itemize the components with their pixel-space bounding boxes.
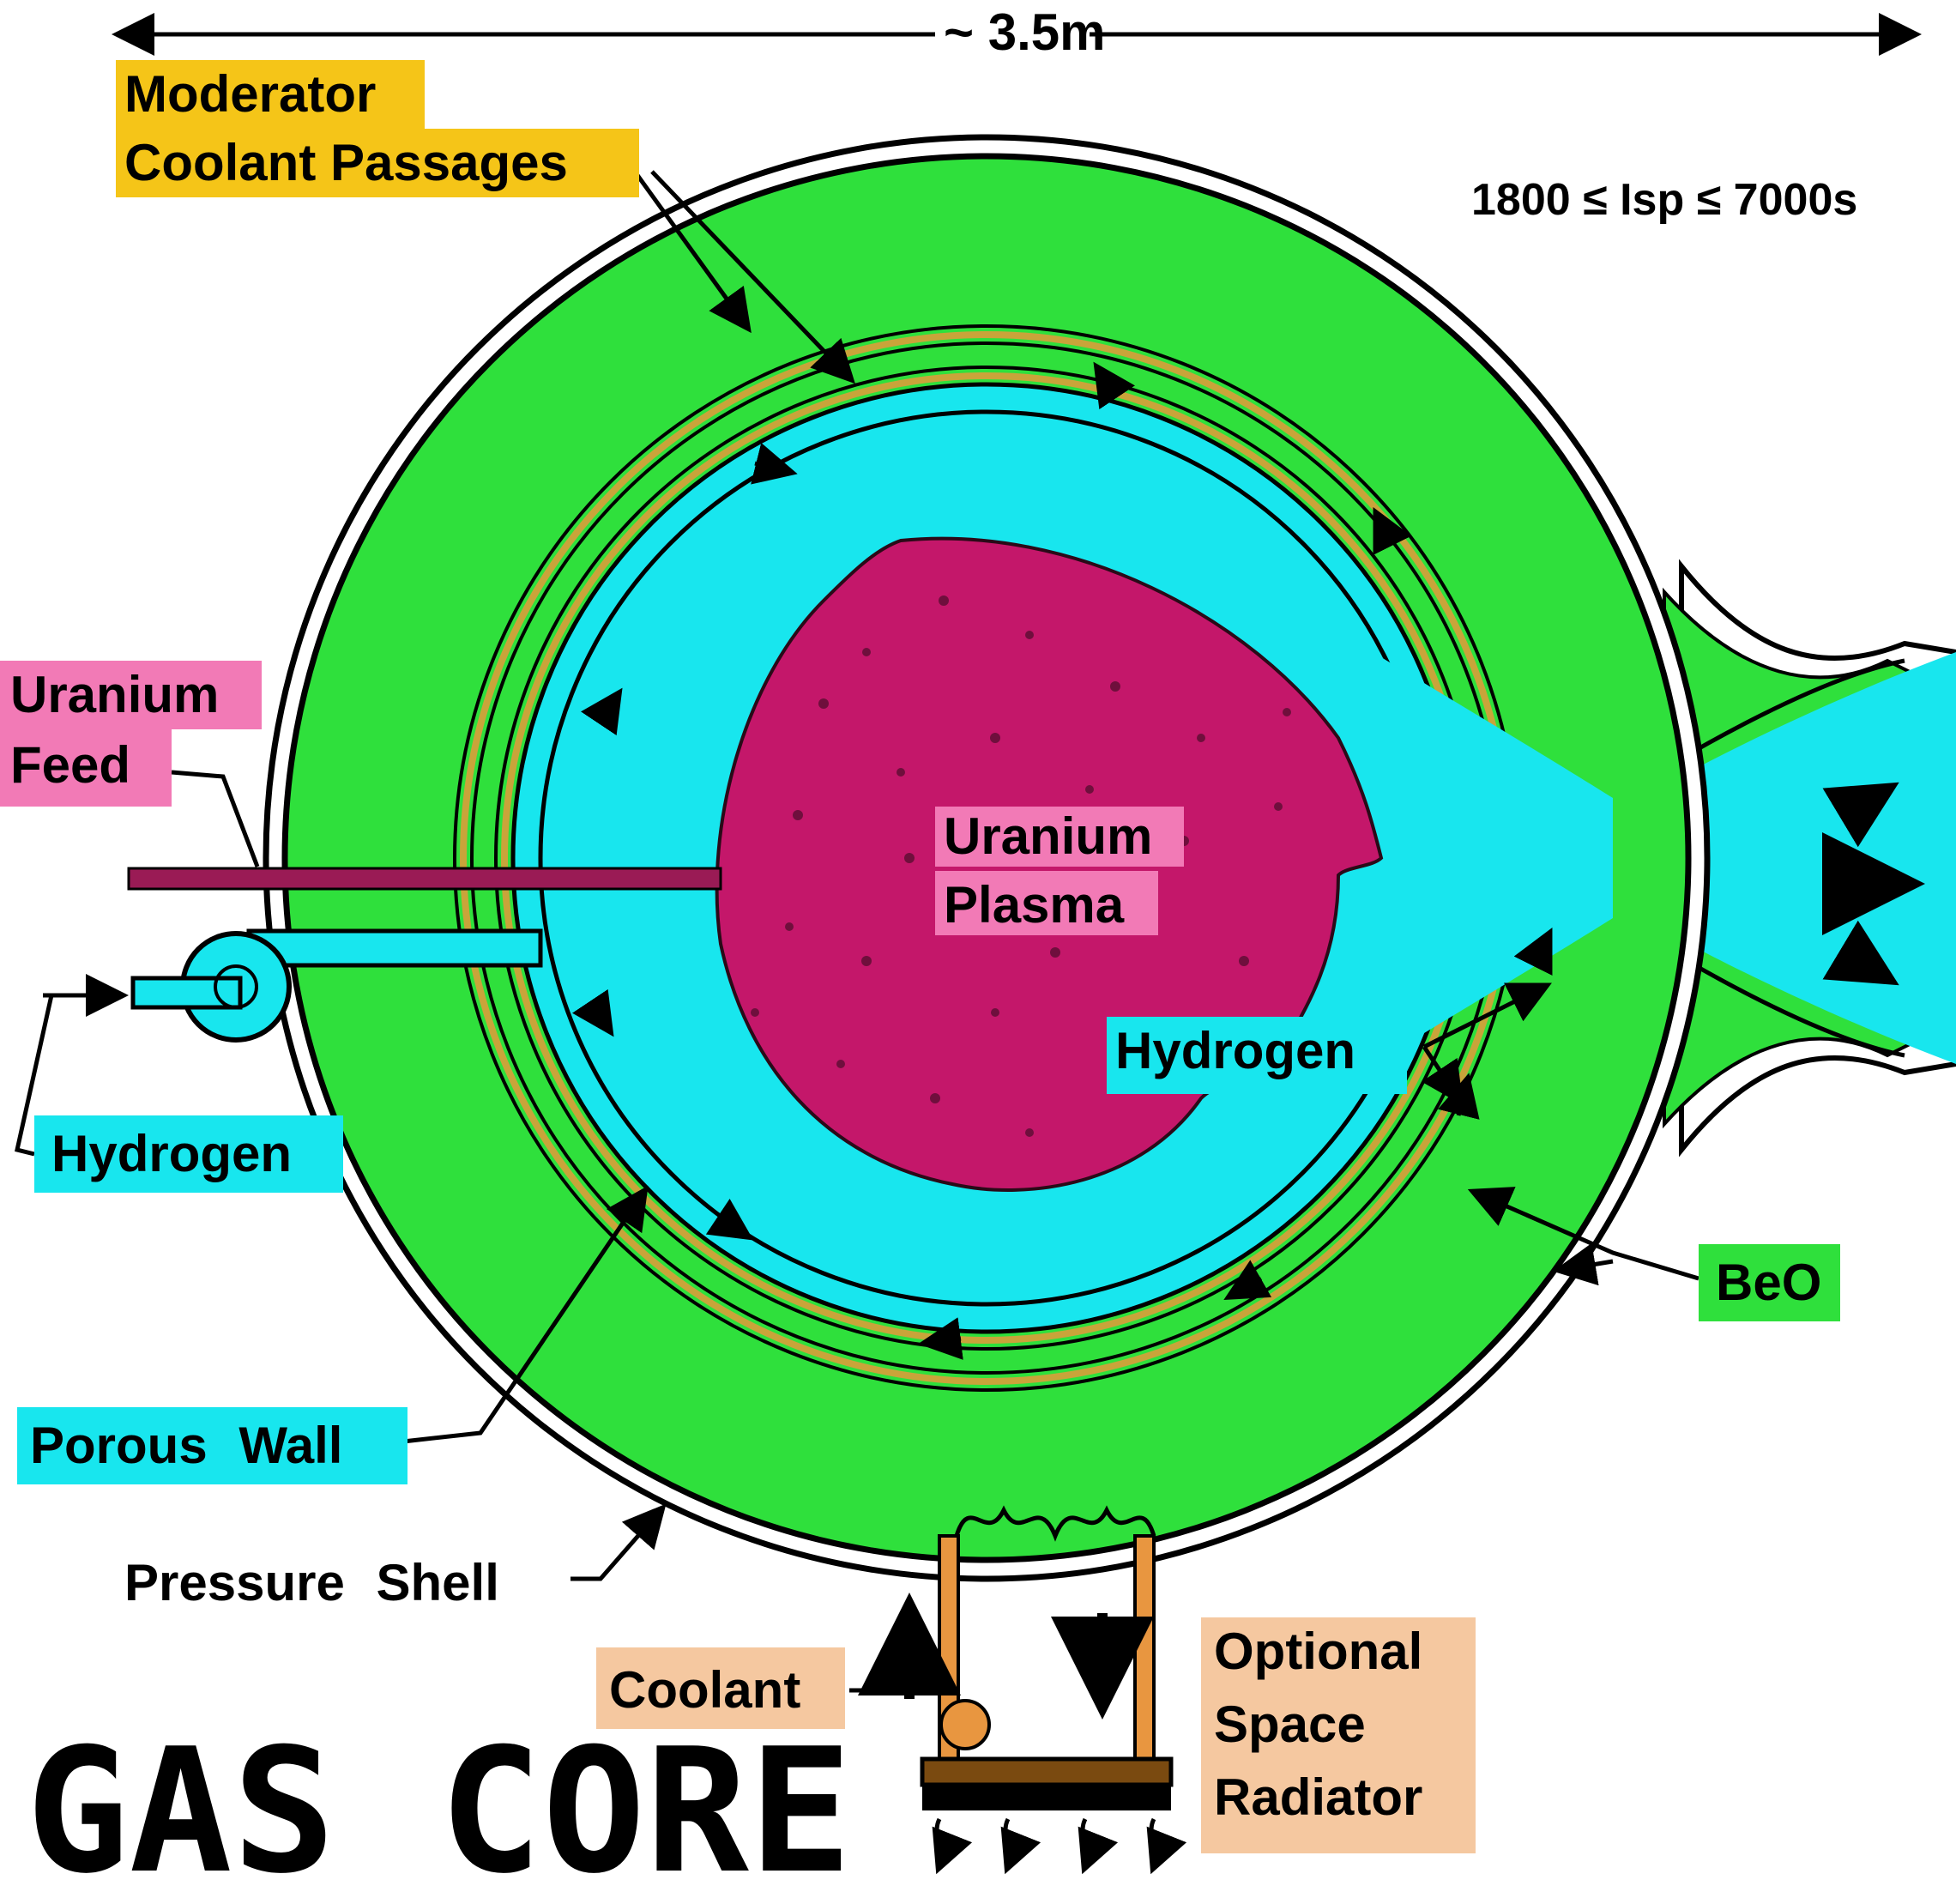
uranium-feed-tube <box>129 868 721 889</box>
svg-text:Hydrogen: Hydrogen <box>1115 1022 1355 1079</box>
label-hydrogen-inner: Hydrogen <box>1107 1017 1407 1094</box>
label-moderator-coolant-passages: Moderator Coolant Passages <box>116 60 639 197</box>
svg-text:Plasma: Plasma <box>944 876 1125 934</box>
label-porous-wall: Porous Wall <box>17 1407 408 1484</box>
svg-text:Hydrogen: Hydrogen <box>51 1125 292 1182</box>
diagram-title: GAS CORE <box>26 1712 852 1904</box>
svg-text:Moderator: Moderator <box>124 65 376 123</box>
svg-text:Porous Wall: Porous Wall <box>30 1417 342 1474</box>
isp-range: 1800 ≤ Isp ≤ 7000s <box>1471 175 1857 225</box>
svg-text:Uranium: Uranium <box>944 807 1152 865</box>
label-pressure-shell: Pressure Shell <box>124 1554 499 1611</box>
label-optional-space-radiator: Optional Space Radiator <box>1201 1617 1476 1853</box>
label-hydrogen-inlet: Hydrogen <box>34 1115 343 1193</box>
label-uranium-plasma: Uranium Plasma <box>935 807 1184 935</box>
heat-rejection-arrows <box>937 1819 1156 1866</box>
svg-text:Coolant Passages: Coolant Passages <box>124 134 568 191</box>
svg-text:Coolant: Coolant <box>609 1661 800 1719</box>
svg-text:Space: Space <box>1214 1695 1366 1753</box>
dimension-label: ~ 3.5m <box>944 3 1105 61</box>
label-beo: BeO <box>1699 1244 1840 1321</box>
svg-text:Radiator: Radiator <box>1214 1768 1422 1826</box>
svg-text:Uranium: Uranium <box>10 666 219 723</box>
svg-text:Feed: Feed <box>10 736 130 794</box>
label-uranium-feed: Uranium Feed <box>0 661 262 807</box>
svg-text:Optional: Optional <box>1214 1623 1422 1680</box>
svg-text:BeO: BeO <box>1716 1254 1821 1311</box>
